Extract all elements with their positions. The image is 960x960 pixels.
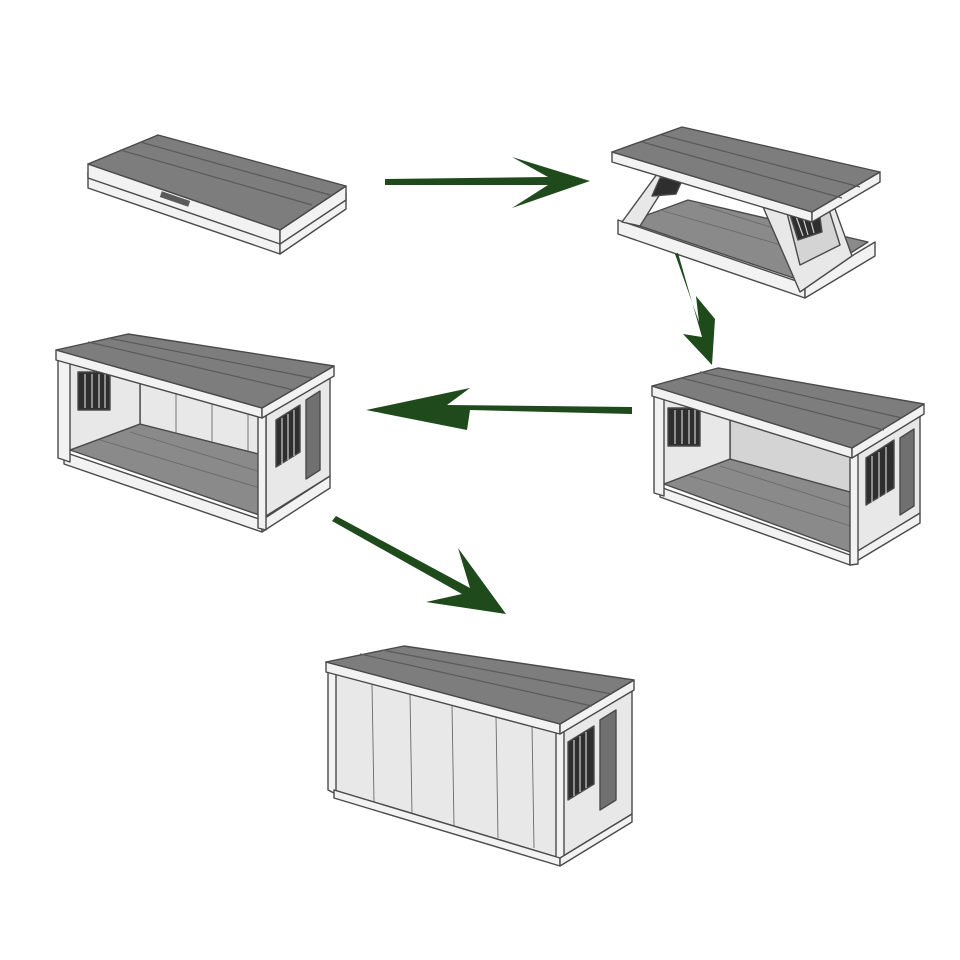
arrow-2-to-3 — [675, 253, 715, 365]
step5-door — [599, 709, 617, 811]
step3-right-window — [865, 439, 895, 506]
step4-door — [305, 390, 321, 480]
arrow-4-to-5 — [332, 516, 506, 614]
step-3-frame-open — [651, 367, 925, 566]
pack-handle — [159, 191, 191, 207]
step-2-unfolding — [611, 126, 881, 299]
arrow-1-to-2 — [385, 157, 590, 208]
step3-door — [899, 428, 915, 516]
arrow-3-to-4 — [366, 388, 632, 430]
step-1-folded-pack — [87, 134, 347, 255]
step-4-walls-added — [55, 333, 335, 533]
step-5-enclosed-container — [325, 645, 635, 867]
